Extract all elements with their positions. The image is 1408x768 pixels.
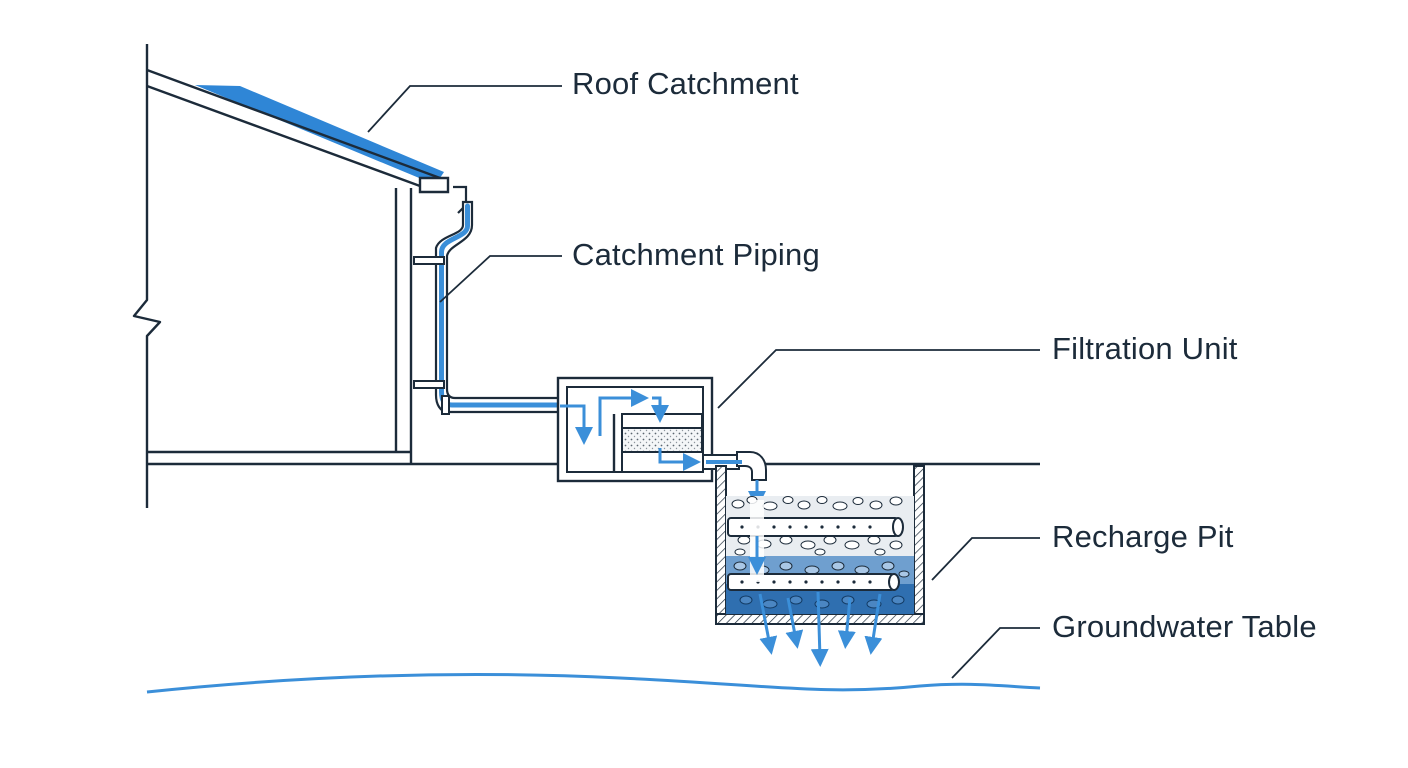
label-filtration-unit: Filtration Unit [1052, 331, 1238, 366]
recharge-pit [715, 465, 925, 667]
filter-media-sand [621, 427, 703, 453]
filter-media-top [621, 413, 703, 429]
label-recharge-pit: Recharge Pit [1052, 519, 1234, 554]
catchment-pipe [413, 185, 563, 415]
flow-arrow-over [651, 396, 669, 423]
pipe-clamp-upper [413, 256, 445, 265]
outlet-elbow [736, 451, 767, 481]
infiltration-arrows [758, 591, 883, 667]
label-roof-catchment: Roof Catchment [572, 66, 799, 101]
leader-groundwater-table [951, 627, 1040, 679]
flow-arrow-up [598, 389, 649, 436]
pipe-clamp-lower [413, 380, 445, 389]
roof [146, 68, 450, 194]
leader-catchment-piping [439, 255, 562, 303]
pit-wall-left [715, 465, 727, 615]
pit-wall-right [913, 465, 925, 615]
leader-lines [367, 85, 1040, 679]
label-catchment-piping: Catchment Piping [572, 237, 820, 272]
roof-fascia [418, 176, 450, 194]
roof-under-line [146, 84, 421, 188]
groundwater-line [146, 672, 1041, 694]
filtration-unit [556, 376, 767, 509]
pipe-joint [441, 395, 450, 415]
perforated-pipe-upper [727, 517, 904, 537]
pipe-body [434, 200, 562, 414]
house-left-wall [132, 44, 162, 508]
leader-filtration-unit [717, 349, 1040, 409]
label-groundwater-table: Groundwater Table [1052, 609, 1317, 644]
leader-roof-catchment [367, 85, 562, 133]
flow-arrow-out [658, 448, 701, 471]
flow-arrow-inlet [560, 404, 593, 445]
house [132, 44, 413, 508]
roof-top-line [146, 68, 441, 180]
pebbles-blue [733, 561, 910, 578]
leader-recharge-pit [931, 537, 1040, 581]
pipe-water [439, 203, 563, 408]
